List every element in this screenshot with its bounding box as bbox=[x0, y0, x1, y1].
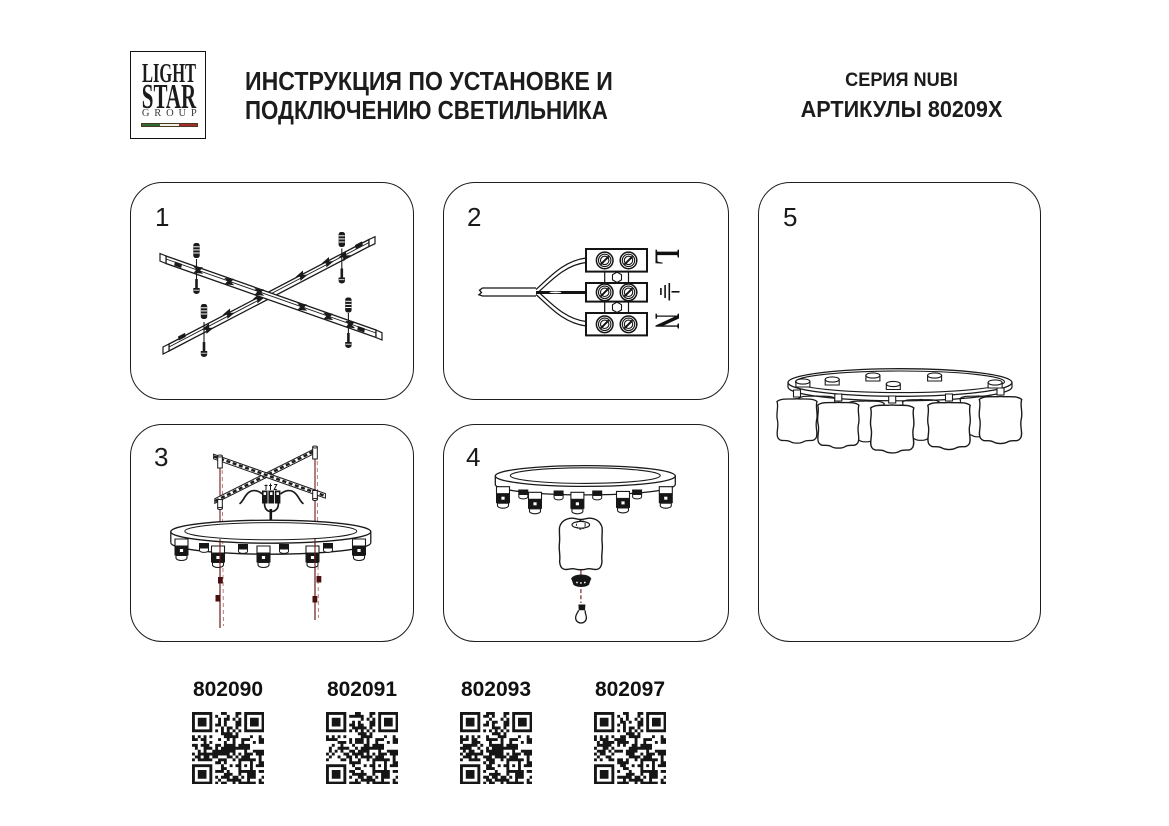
svg-text:L: L bbox=[647, 249, 687, 264]
svg-text:N: N bbox=[647, 313, 686, 329]
